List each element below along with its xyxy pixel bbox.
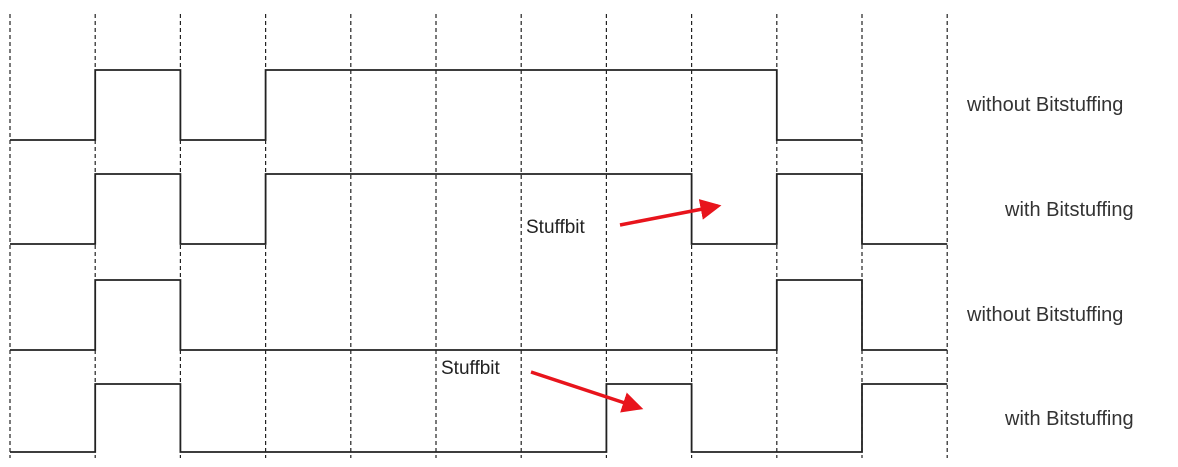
stuffbit-arrow-1: [619, 199, 722, 227]
signal-waveforms: [10, 69, 948, 453]
signal-trace-row-2: [10, 173, 948, 245]
stuffbit-label-1: Stuffbit: [523, 217, 588, 239]
signal-trace-row-1: [10, 69, 862, 141]
stuffbit-label-2: Stuffbit: [438, 358, 503, 380]
row-label-2: with Bitstuffing: [1005, 199, 1134, 221]
row-label-4: with Bitstuffing: [1005, 408, 1134, 430]
signal-trace-row-4: [10, 383, 948, 453]
row-label-3: without Bitstuffing: [967, 304, 1124, 326]
row-label-1: without Bitstuffing: [967, 94, 1124, 116]
stuffbit-arrows: [530, 199, 722, 413]
stuffbit-arrow-2: [530, 370, 644, 413]
bit-grid: [9, 14, 948, 458]
signal-trace-row-3: [10, 279, 948, 351]
